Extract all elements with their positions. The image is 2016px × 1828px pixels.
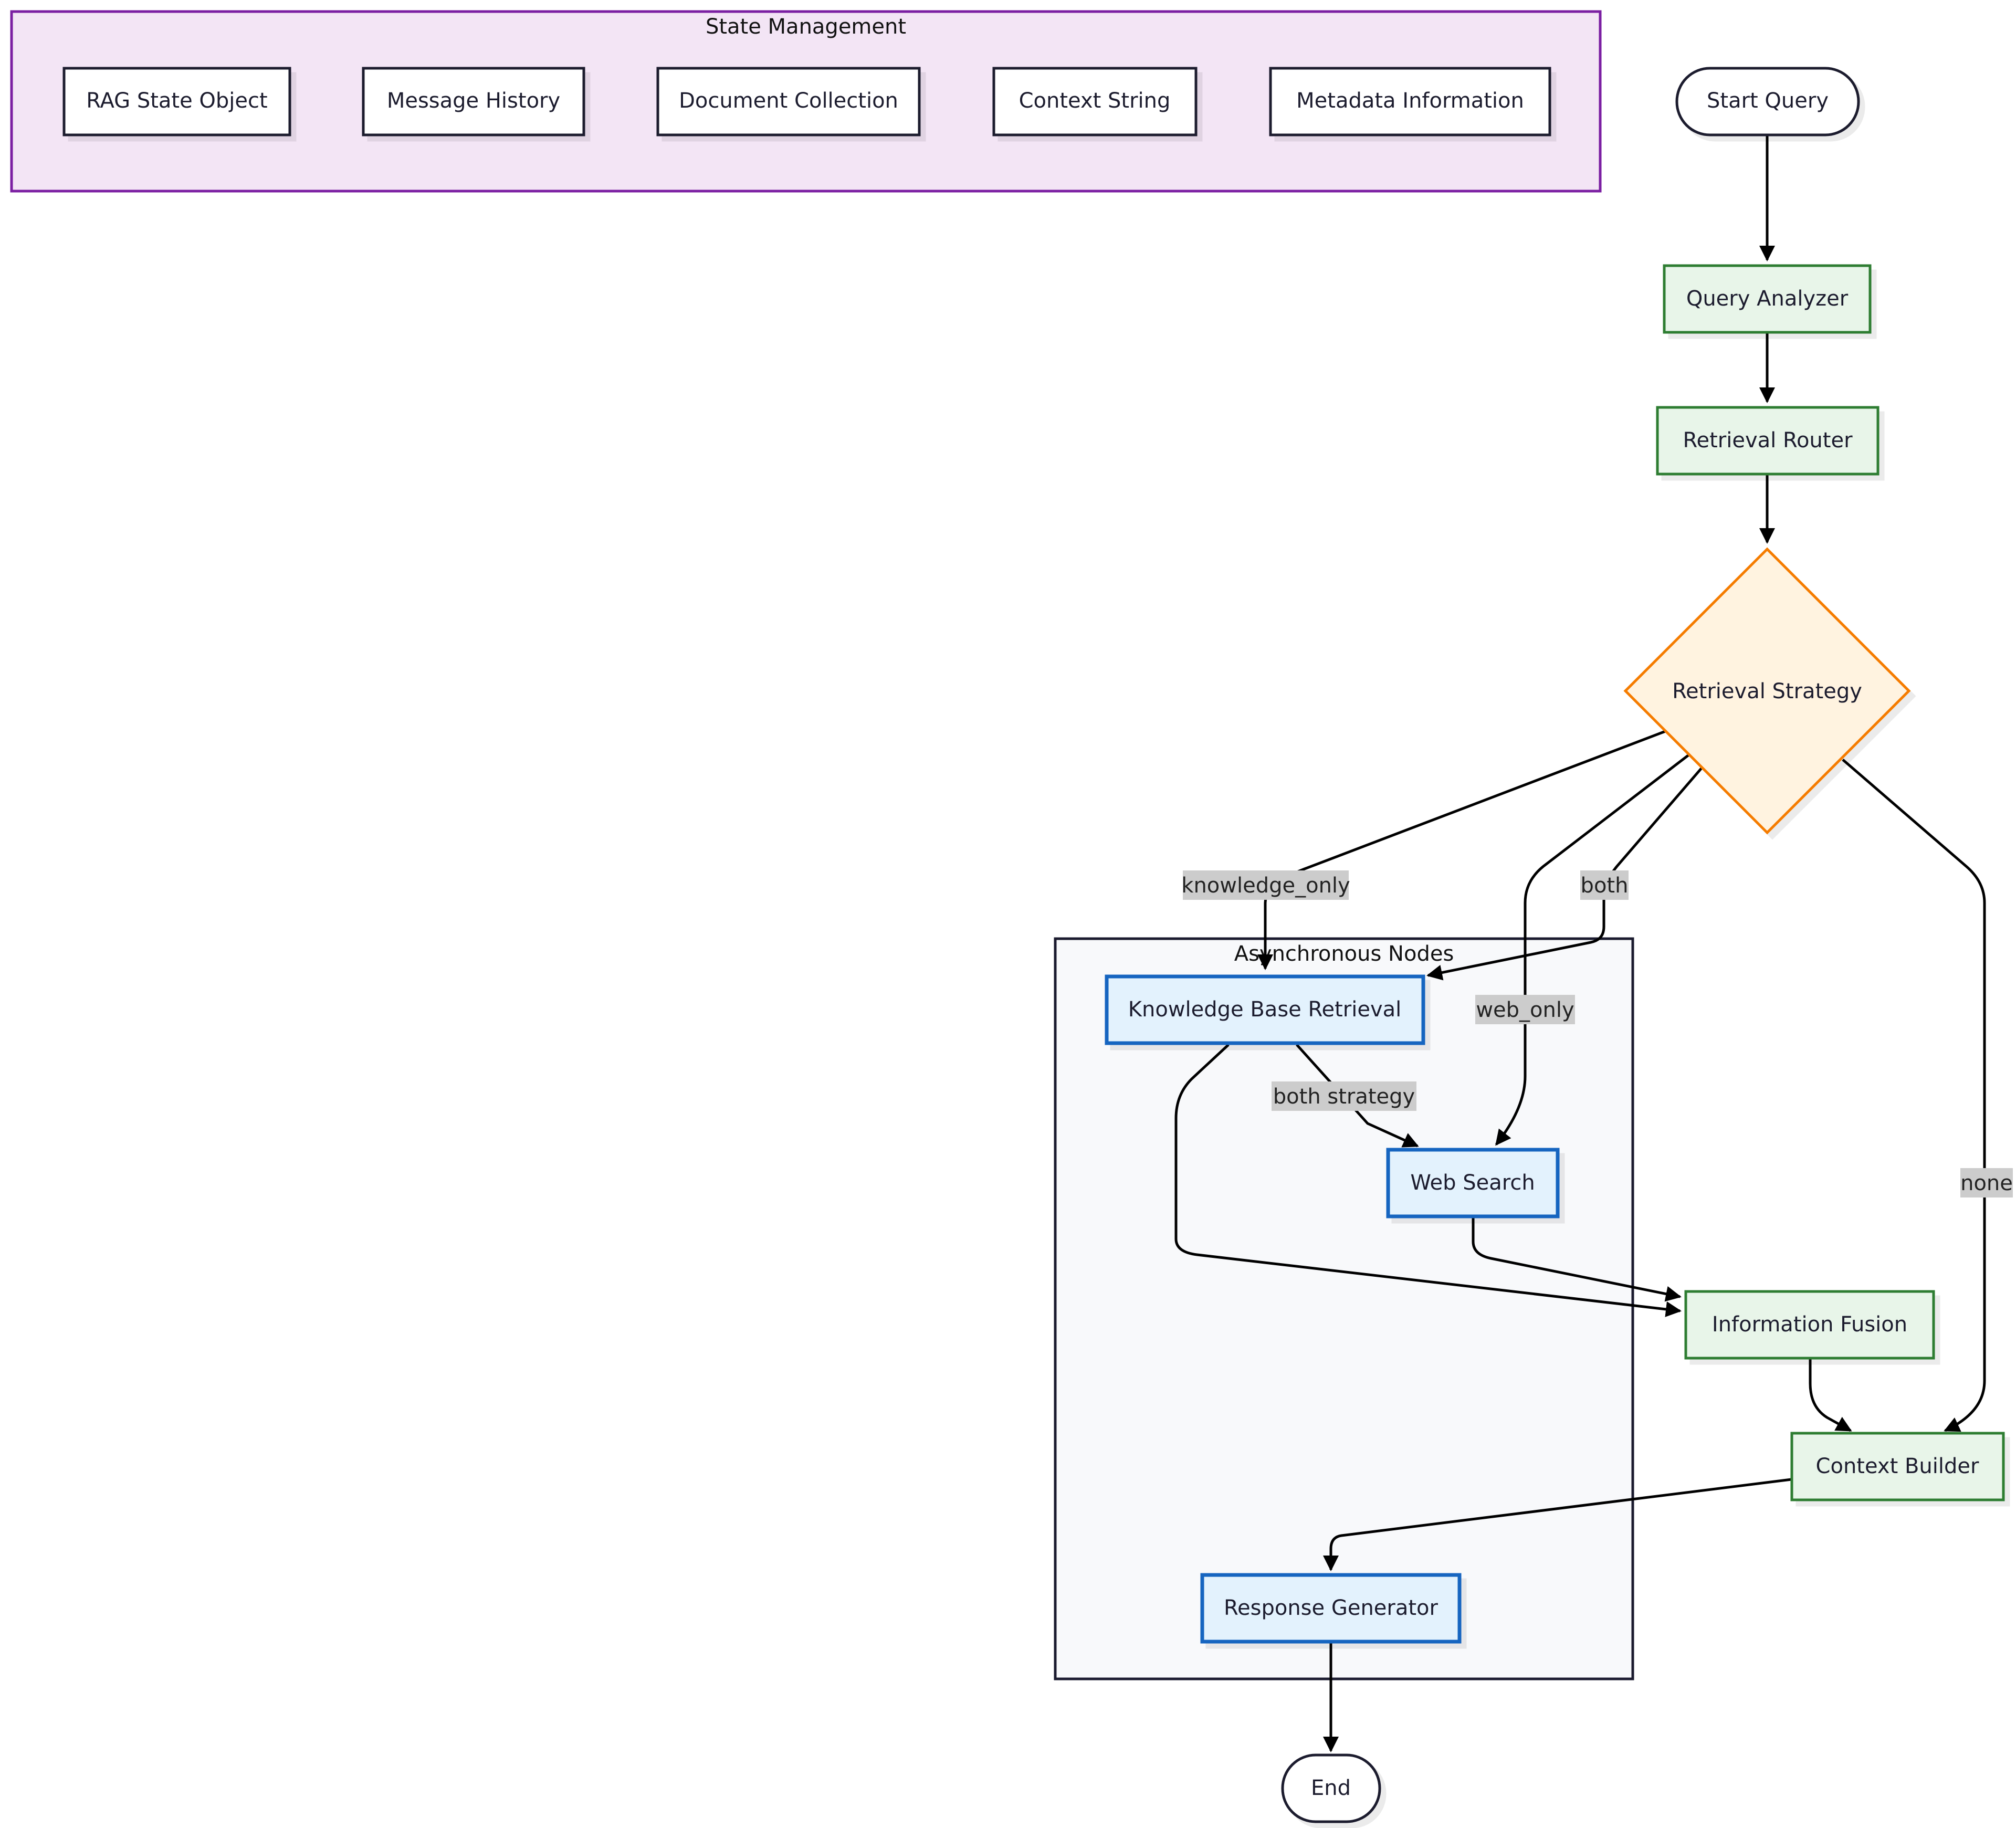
node-web-search: Web Search: [1386, 1148, 1560, 1218]
edge-both-strategy: [1296, 1044, 1419, 1148]
svg-text:Information Fusion: Information Fusion: [1712, 1312, 1907, 1337]
edge-web-only: [1495, 753, 1690, 1146]
svg-text:knowledge_only: knowledge_only: [1181, 874, 1350, 898]
node-query-analyzer: Query Analyzer: [1663, 264, 1872, 334]
svg-text:Retrieval Router: Retrieval Router: [1683, 428, 1853, 453]
edge-label-both-strategy: both strategy: [1272, 1081, 1416, 1111]
svg-text:web_only: web_only: [1476, 998, 1574, 1022]
svg-text:Context Builder: Context Builder: [1816, 1454, 1979, 1478]
async-nodes-group: Asynchronous Nodes: [1054, 937, 1634, 1680]
node-response-generator: Response Generator: [1200, 1573, 1462, 1644]
svg-text:Document Collection: Document Collection: [679, 89, 898, 113]
node-retrieval-router: Retrieval Router: [1656, 406, 1880, 476]
node-context-string: Context String: [992, 67, 1198, 136]
svg-text:Context String: Context String: [1019, 89, 1171, 113]
svg-text:both: both: [1581, 874, 1629, 898]
edge-kb-to-fusion: [1174, 1044, 1682, 1317]
node-knowledge-base-retrieval: Knowledge Base Retrieval: [1105, 974, 1425, 1045]
async-nodes-title: Asynchronous Nodes: [1234, 942, 1454, 966]
edge-label-web-only: web_only: [1475, 995, 1575, 1024]
svg-text:RAG State Object: RAG State Object: [86, 89, 267, 113]
edge-web-to-fusion: [1472, 1218, 1682, 1302]
svg-text:Start Query: Start Query: [1707, 89, 1829, 113]
svg-text:Query Analyzer: Query Analyzer: [1686, 287, 1849, 311]
edge-label-knowledge-only: knowledge_only: [1181, 870, 1350, 900]
svg-text:Knowledge Base Retrieval: Knowledge Base Retrieval: [1128, 997, 1401, 1022]
edges: [1174, 135, 1986, 1752]
node-start-query: Start Query: [1675, 67, 1860, 136]
edge-none: [1842, 759, 1986, 1432]
node-retrieval-strategy: Retrieval Strategy: [1623, 547, 1911, 835]
node-document-collection: Document Collection: [656, 67, 921, 136]
svg-text:Metadata Information: Metadata Information: [1296, 89, 1524, 113]
node-context-builder: Context Builder: [1790, 1432, 2005, 1501]
svg-text:Response Generator: Response Generator: [1224, 1596, 1438, 1620]
svg-text:none: none: [1960, 1171, 2013, 1195]
svg-text:End: End: [1311, 1776, 1351, 1800]
edge-label-none: none: [1960, 1168, 2013, 1197]
node-information-fusion: Information Fusion: [1684, 1290, 1935, 1360]
edge-labels: knowledge_only both web_only none both s…: [1181, 870, 2013, 1197]
state-management-title: State Management: [706, 15, 906, 39]
edge-builder-to-generator: [1323, 1478, 1792, 1571]
node-metadata-information: Metadata Information: [1269, 67, 1551, 136]
svg-text:Retrieval Strategy: Retrieval Strategy: [1672, 679, 1862, 703]
edge-fusion-to-builder: [1809, 1359, 1852, 1432]
edge-label-both: both: [1580, 870, 1629, 900]
svg-text:Web Search: Web Search: [1410, 1171, 1535, 1195]
node-message-history: Message History: [362, 67, 585, 136]
edge-knowledge-only: [1257, 730, 1666, 970]
node-end: End: [1281, 1753, 1381, 1823]
svg-text:Message History: Message History: [387, 89, 560, 113]
node-rag-state-object: RAG State Object: [62, 67, 291, 136]
svg-text:both strategy: both strategy: [1273, 1085, 1415, 1109]
